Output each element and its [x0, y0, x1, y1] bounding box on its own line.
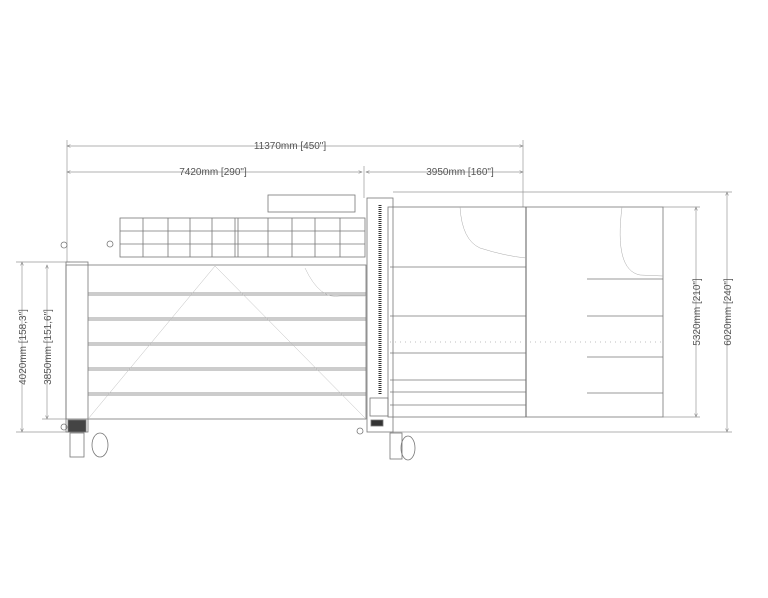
dim-total-length: 11370mm [450"]: [254, 141, 327, 152]
glass-rack: [119, 217, 366, 258]
dim-outer-height-right: 6020mm [240"]: [723, 278, 734, 346]
dim-inner-height-left: 3850mm [151,6"]: [43, 309, 54, 385]
cutting-bridge: [356, 197, 394, 435]
operator-left: [60, 423, 109, 458]
dim-left-length: 7420mm [290"]: [179, 167, 247, 178]
operator-right: [389, 432, 416, 461]
cutting-table: [387, 206, 664, 418]
dim-outer-height-left: 4020mm [158,3"]: [18, 309, 29, 385]
loading-table: [65, 261, 367, 433]
dim-inner-height-right: 5320mm [210"]: [692, 278, 703, 346]
control-cabinet: [267, 194, 356, 213]
dim-right-length: 3950mm [160"]: [426, 167, 494, 178]
